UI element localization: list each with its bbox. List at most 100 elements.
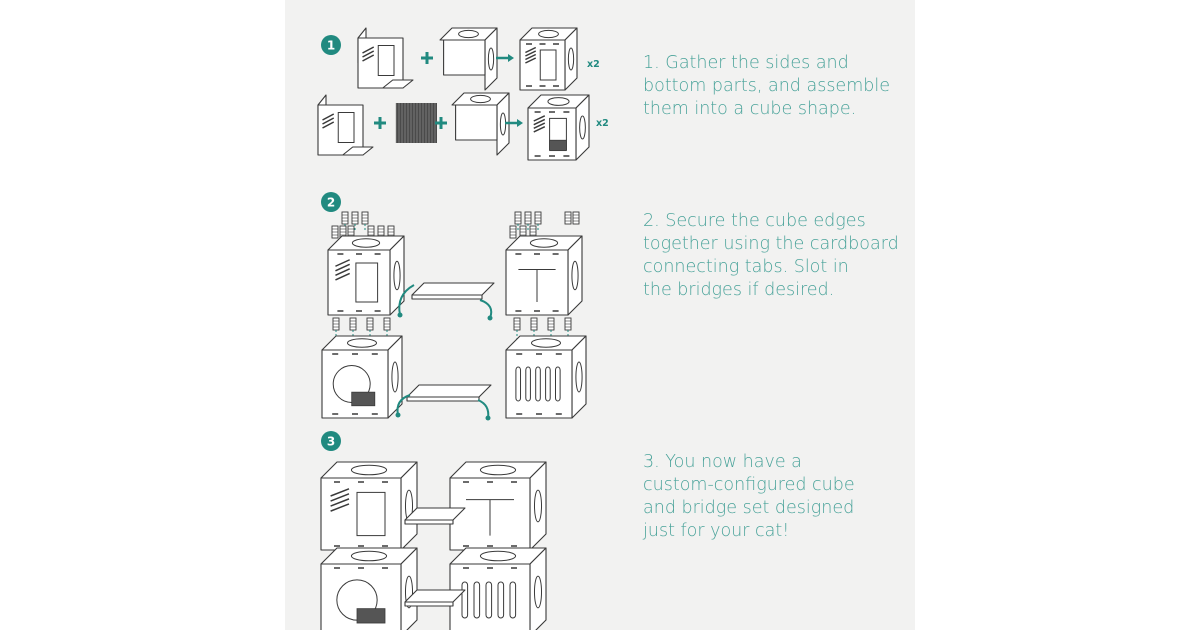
cube-bar-slot: [461, 581, 469, 619]
arrow-head: [517, 119, 523, 127]
step-1-line: bottom parts, and assemble: [643, 76, 890, 96]
connector-tabs: [341, 211, 369, 232]
top-hole: [470, 94, 491, 104]
vent-slit: [533, 126, 546, 133]
cube-side-face: [387, 335, 403, 419]
cube-front-face: [519, 39, 566, 91]
curved-arrow-icon: [477, 399, 491, 421]
cube-bar-slot: [525, 366, 531, 402]
cube-top-hole: [479, 550, 517, 562]
curved-arrow-icon: [395, 394, 411, 418]
top-hole: [458, 29, 479, 39]
scratch-mat: [356, 608, 386, 624]
cube-bar-slot: [515, 366, 522, 402]
final-bridge-bottom: [404, 589, 466, 607]
bridge-edge: [404, 601, 454, 607]
cube-top-hole: [547, 97, 570, 106]
final-cube-bottom-left: [320, 547, 418, 630]
badge-circle: [321, 431, 341, 451]
cube-top-face: [449, 547, 547, 565]
vent-slit: [335, 268, 351, 277]
arrow-right-icon: [496, 54, 514, 62]
vent-slit: [362, 54, 375, 62]
cube-front-face: [449, 563, 531, 630]
cube-side-hole: [404, 575, 414, 609]
step-3-line: custom-configured cube: [643, 475, 855, 495]
cube-top-face: [320, 461, 418, 479]
cube-top-hole: [346, 338, 378, 348]
quantity-label: x2: [596, 118, 609, 129]
vent-slit: [330, 498, 350, 507]
vent-slit: [330, 488, 350, 497]
plus-stroke: [435, 117, 447, 129]
vent-slit: [525, 53, 537, 61]
scratch-mat: [549, 139, 567, 152]
cube-top-face: [449, 461, 547, 479]
badge-circle: [321, 35, 341, 55]
bridge-top: [411, 282, 495, 296]
cube-side-hole: [393, 260, 401, 291]
step-1-text: 1. Gather the sides and bottom parts, an…: [643, 52, 903, 121]
vent-slit: [525, 57, 537, 64]
vent-slit: [362, 50, 375, 58]
vent-slit: [533, 118, 546, 126]
badge-number: 3: [327, 435, 335, 449]
bridge-edge: [406, 396, 480, 402]
plus-stroke: [421, 52, 433, 64]
connector-tabs: [513, 317, 572, 342]
vent-slit: [533, 115, 546, 122]
vent-slit: [335, 259, 351, 267]
bridge-top: [411, 282, 495, 300]
step-badge: 3: [321, 431, 341, 451]
vent-slit: [335, 263, 351, 272]
pad-fill: [396, 103, 437, 143]
cube-front-face: [321, 349, 389, 419]
cube-bar-slot: [535, 366, 541, 402]
bridge-bottom: [406, 384, 492, 402]
badge-number: 1: [327, 39, 335, 53]
side-hole: [487, 47, 495, 71]
cube-bar-slot: [545, 366, 551, 402]
cube-bottom-right: [505, 335, 587, 419]
cube-top-hole: [529, 238, 559, 248]
cube-top-face: [320, 547, 418, 565]
connector-tabs: [564, 211, 580, 225]
cube-side-hole: [575, 361, 583, 393]
cube-side-face: [389, 235, 405, 316]
scratch-mat: [351, 391, 376, 407]
cube-bar-slot: [485, 581, 493, 619]
cube-door: [356, 491, 386, 537]
bridge-edge: [404, 519, 454, 525]
plus-icon: [435, 117, 447, 129]
connector-tabs: [514, 211, 542, 232]
arrow-tip: [485, 415, 491, 421]
step-2-line: the bridges if desired.: [643, 280, 835, 300]
plus-icon: [421, 52, 433, 64]
step-3-line: just for your cat!: [643, 521, 790, 541]
panel-base-flap: [342, 146, 374, 156]
vent-slit: [322, 121, 335, 129]
step-3-text: 3. You now have a custom-configured cube…: [643, 451, 903, 543]
arrow-tip: [397, 312, 403, 318]
quantity-label: x2: [587, 59, 600, 70]
cube-side-hole: [567, 47, 575, 71]
top-side-assembly: [451, 92, 510, 156]
cube-side-face: [571, 335, 587, 419]
cube-top-right: [505, 235, 583, 316]
step-1-line: them into a cube shape.: [643, 99, 857, 119]
cube-top-left: [327, 235, 405, 316]
cube-side-face: [400, 461, 418, 551]
vent-slit: [322, 117, 335, 125]
cube-top-hole: [350, 550, 388, 562]
step-2-text: 2. Secure the cube edges together using …: [643, 210, 903, 302]
step-2-line: 2. Secure the cube edges: [643, 211, 866, 231]
top-side-assembly: [439, 27, 498, 91]
badge-circle: [321, 192, 341, 212]
vent-slit: [322, 113, 335, 121]
cube-front-face: [527, 107, 577, 161]
step-1-line: 1. Gather the sides and: [643, 53, 849, 73]
step-badge: 1: [321, 35, 341, 55]
curved-arrow-icon: [479, 299, 493, 321]
cube-front-face: [327, 249, 391, 316]
